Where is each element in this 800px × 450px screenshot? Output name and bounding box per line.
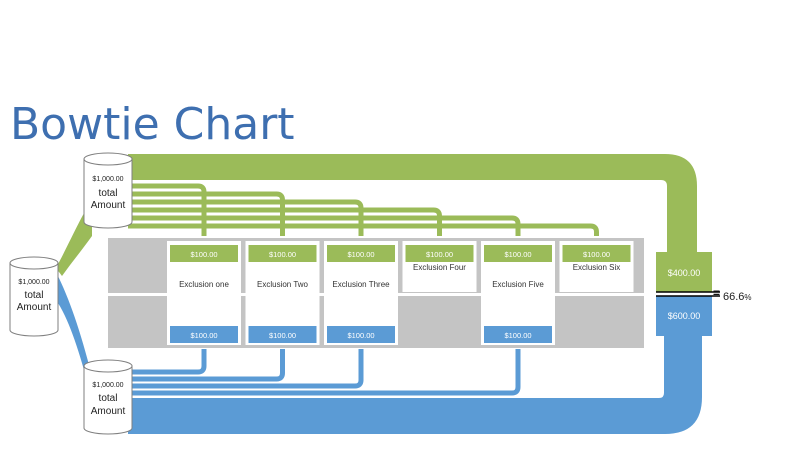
equals-sign: = — [713, 286, 721, 300]
exclusion-bottom-bar — [248, 326, 317, 343]
green-main-flow — [128, 154, 697, 252]
top-amount: $1,000.00 — [92, 176, 123, 183]
bottom-label-2: Amount — [91, 406, 126, 417]
exclusion-top-value: $100.00 — [583, 250, 610, 259]
result-green-box — [656, 252, 712, 292]
exclusion-top-bar — [327, 245, 395, 262]
exclusion-bottom-value: $100.00 — [347, 331, 374, 340]
blue-line-3 — [128, 343, 364, 389]
green-exclusion-lines — [128, 183, 599, 244]
bottom-cylinder: $1,000.00 total Amount — [83, 359, 133, 435]
result-green-value: $400.00 — [668, 268, 701, 278]
ratio-readout: 66.6% — [723, 287, 752, 305]
result-blue-box — [656, 296, 712, 336]
blue-exclusion-lines — [128, 343, 521, 396]
ratio-value: 66.6 — [723, 291, 745, 303]
source-label-2: Amount — [17, 302, 52, 313]
result-blue-value: $600.00 — [668, 311, 701, 321]
exclusion-top-value: $100.00 — [269, 250, 296, 259]
blue-split-band — [56, 272, 92, 400]
exclusion-bottom-bar — [170, 326, 238, 343]
exclusion-bottom-value: $100.00 — [269, 331, 296, 340]
exclusion-top-bar — [484, 245, 552, 262]
exclusion-name: Exclusion one — [179, 280, 229, 289]
exclusion-top-bar — [248, 245, 317, 262]
blue-line-5 — [128, 343, 521, 396]
exclusion-bottom-bar — [484, 326, 552, 343]
ratio-unit: % — [744, 293, 752, 302]
blue-line-1 — [128, 343, 207, 375]
bottom-label-1: total — [99, 393, 118, 404]
green-line-6 — [128, 223, 599, 244]
exclusion-name: Exclusion Three — [332, 280, 390, 289]
exclusion-top-value: $100.00 — [190, 250, 217, 259]
exclusion-top-value: $100.00 — [347, 250, 374, 259]
top-cylinder: $1,000.00 total Amount — [83, 152, 133, 229]
exclusion-top-value: $100.00 — [426, 250, 453, 259]
exclusion-bottom-value: $100.00 — [190, 331, 217, 340]
bottom-amount: $1,000.00 — [92, 382, 123, 389]
top-label-1: total — [99, 188, 118, 199]
source-cylinder: $1,000.00 total Amount — [9, 256, 59, 337]
exclusion-top-bar — [405, 245, 474, 262]
exclusion-name: Exclusion Four — [413, 263, 466, 272]
blue-line-2 — [128, 343, 285, 382]
source-amount: $1,000.00 — [18, 279, 49, 286]
blue-main-flow — [128, 330, 702, 434]
exclusion-top-value: $100.00 — [504, 250, 531, 259]
exclusion-name: Exclusion Two — [257, 280, 309, 289]
green-split-wide — [56, 200, 92, 276]
exclusion-top-bar — [562, 245, 631, 262]
source-label-1: total — [25, 290, 44, 301]
exclusion-name: Exclusion Six — [573, 263, 621, 272]
exclusion-top-bar — [170, 245, 238, 262]
top-label-2: Amount — [91, 200, 126, 211]
flow-bands — [56, 200, 92, 400]
page-title: Bowtie Chart — [10, 99, 295, 150]
exclusion-bottom-bar — [327, 326, 395, 343]
exclusion-bottom-value: $100.00 — [504, 331, 531, 340]
exclusion-name: Exclusion Five — [492, 280, 544, 289]
